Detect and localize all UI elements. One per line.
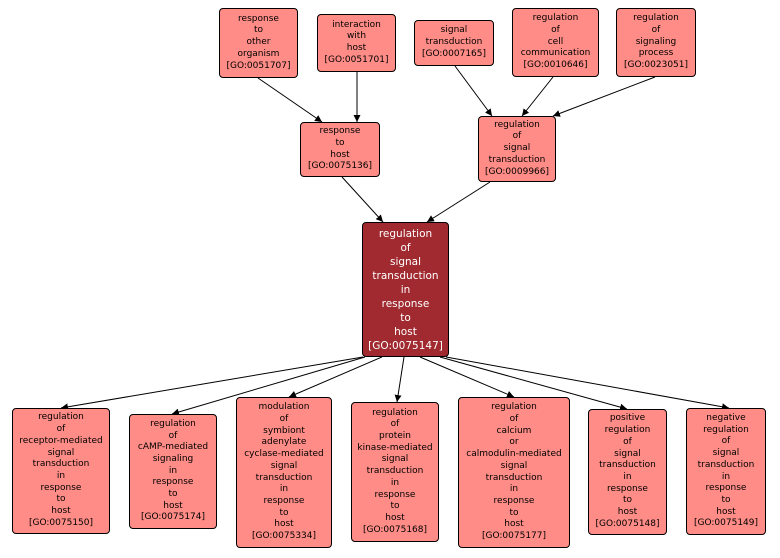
node-regulation-of-camp-mediated-signaling[interactable]: regulation of cAMP-mediated signaling in… [129,414,217,529]
node-label: regulation of signal transduction [GO:00… [484,119,550,177]
edge-0009966-to-0075147 [426,181,491,223]
edge-0075147-to-0075334 [288,356,383,398]
node-regulation-of-calcium-or-calmodulin-mediated-signal-transduction[interactable]: regulation of calcium or calmodulin-medi… [458,397,570,548]
node-label: regulation of protein kinase-mediated si… [357,407,433,535]
node-modulation-of-symbiont-adenylate-cyclase-signaling[interactable]: modulation of symbiont adenylate cyclase… [236,397,332,548]
edge-0023051-to-0009966 [552,76,656,117]
node-signal-transduction[interactable]: signal transduction [GO:0007165] [414,20,494,66]
node-negative-regulation-of-signal-transduction-in-response-to-host[interactable]: negative regulation of signal transducti… [686,408,766,535]
node-label: regulation of signaling process [GO:0023… [623,13,689,71]
node-positive-regulation-of-signal-transduction-in-response-to-host[interactable]: positive regulation of signal transducti… [588,409,667,535]
node-label: negative regulation of signal transducti… [693,412,759,529]
node-label: positive regulation of signal transducti… [595,413,660,529]
node-response-to-other-organism[interactable]: response to other organism [GO:0051707] [219,8,298,78]
edge-0075136-to-0075147 [341,176,384,223]
node-label: regulation of calcium or calmodulin-medi… [466,402,562,542]
edge-0010646-to-0009966 [521,76,554,117]
node-regulation-of-receptor-mediated-signal-transduction[interactable]: regulation of receptor-mediated signal t… [12,408,110,534]
node-label: regulation of receptor-mediated signal t… [19,412,103,528]
node-regulation-of-cell-communication[interactable]: regulation of cell communication [GO:001… [512,8,599,77]
node-label: regulation of signal transduction in res… [368,227,443,352]
node-regulation-of-protein-kinase-mediated-signal-transduction[interactable]: regulation of protein kinase-mediated si… [351,402,439,542]
node-regulation-of-signaling-process[interactable]: regulation of signaling process [GO:0023… [616,8,696,77]
node-label: interaction with host [GO:0051701] [324,19,389,65]
node-label: signal transduction [GO:0007165] [421,25,487,59]
node-label: response to other organism [GO:0051707] [226,13,291,71]
edge-0007165-to-0009966 [454,65,493,117]
edge-0075147-to-0075168 [394,356,405,403]
node-label: modulation of symbiont adenylate cyclase… [244,402,324,542]
node-interaction-with-host[interactable]: interaction with host [GO:0051701] [317,14,396,72]
node-label: regulation of cell communication [GO:001… [520,13,591,71]
edge-0075147-to-0075150 [60,356,364,411]
edge-0075147-to-0075174 [171,356,366,416]
edge-0075147-to-0075149 [445,356,730,411]
node-response-to-host[interactable]: response to host [GO:0075136] [300,122,380,177]
node-regulation-of-signal-transduction-in-response-to-host[interactable]: regulation of signal transduction in res… [362,222,449,357]
edge-0051707-to-0075136 [257,77,323,123]
node-regulation-of-signal-transduction[interactable]: regulation of signal transduction [GO:00… [478,116,556,182]
node-label: regulation of cAMP-mediated signaling in… [137,418,209,523]
node-label: response to host [GO:0075136] [307,126,373,172]
edge-0075147-to-0075148 [439,356,628,411]
edge-0075147-to-0075177 [419,356,515,398]
